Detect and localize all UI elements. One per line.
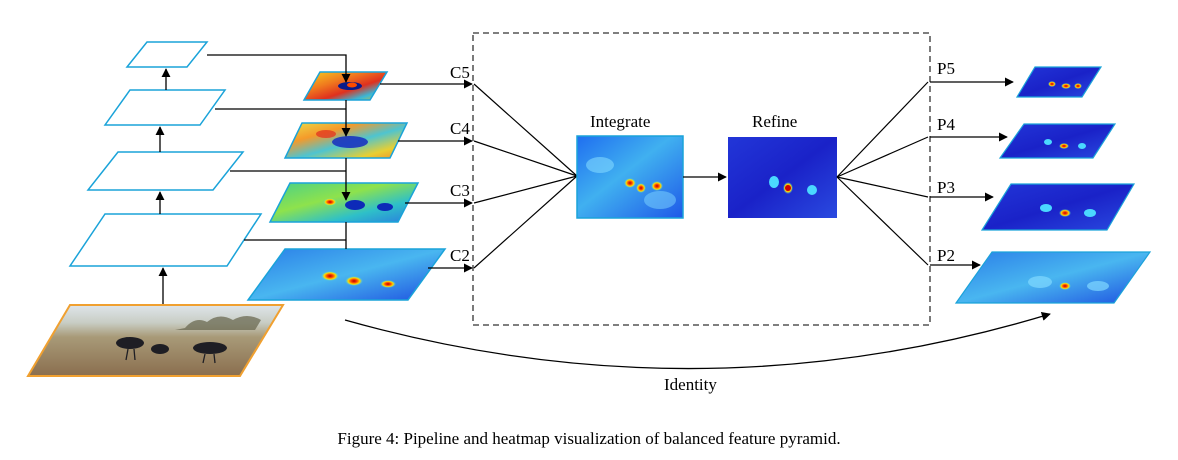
label-c5: C5 xyxy=(450,63,470,82)
pyramid-level-2 xyxy=(68,213,263,267)
refine-label: Refine xyxy=(752,112,797,131)
label-p5: P5 xyxy=(937,59,955,78)
pyramid-level-3 xyxy=(86,151,245,191)
refine-heatmap xyxy=(728,137,837,218)
heatmap-c3 xyxy=(268,182,420,223)
identity-arrow xyxy=(344,312,1051,370)
label-p4: P4 xyxy=(937,115,955,134)
label-c2: C2 xyxy=(450,246,470,265)
pyramid-level-5 xyxy=(125,41,209,68)
pyramid-level-4 xyxy=(103,89,227,126)
pyramid-up-arrows xyxy=(155,68,171,305)
lateral-connections xyxy=(207,54,351,249)
output-arrows xyxy=(930,77,1014,270)
backbone-pyramid xyxy=(68,41,263,267)
label-p2: P2 xyxy=(937,246,955,265)
output-heatmaps xyxy=(954,66,1152,304)
heatmap-p3 xyxy=(980,183,1136,231)
label-c3: C3 xyxy=(450,181,470,200)
label-c4: C4 xyxy=(450,119,470,138)
gather-lines xyxy=(473,83,578,269)
heatmap-c5 xyxy=(302,71,389,101)
scatter-lines xyxy=(836,81,929,266)
heatmap-c2 xyxy=(246,248,447,301)
heatmap-c4 xyxy=(283,122,409,159)
integrate-heatmap xyxy=(576,135,684,219)
heatmap-p4 xyxy=(998,123,1117,159)
bird-icon xyxy=(116,337,144,349)
label-p3: P3 xyxy=(937,178,955,197)
input-photo xyxy=(26,304,285,377)
identity-label: Identity xyxy=(664,375,717,394)
feature-heatmaps xyxy=(246,71,447,301)
balanced-feature-box xyxy=(472,32,931,326)
figure-caption: Figure 4: Pipeline and heatmap visualiza… xyxy=(337,429,840,448)
heatmap-p5 xyxy=(1015,66,1103,98)
integrate-label: Integrate xyxy=(590,112,650,131)
input-arrows xyxy=(380,79,473,273)
heatmap-p2 xyxy=(954,251,1152,304)
